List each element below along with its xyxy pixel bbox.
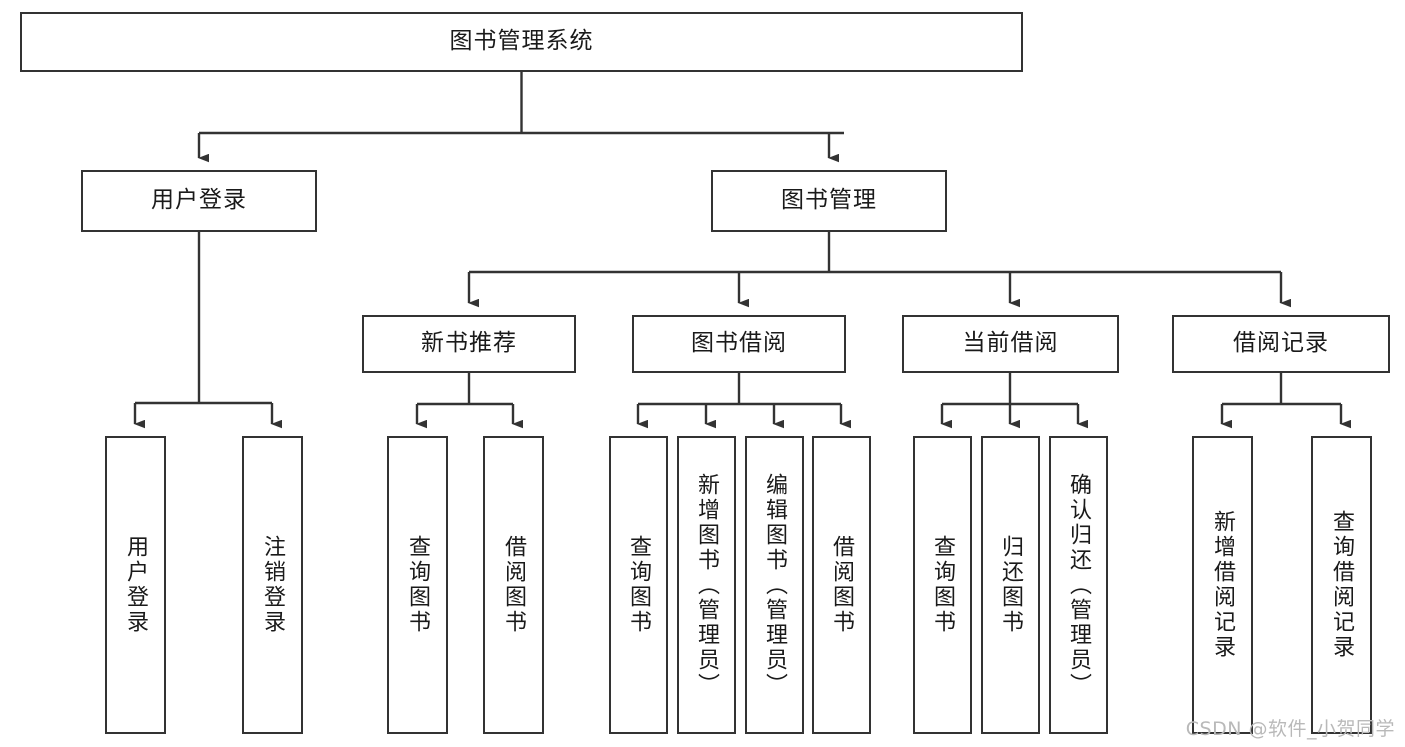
node-label: 图书管理系统 — [449, 28, 594, 55]
node-root-book-management-system[interactable]: 图书管理系统 — [20, 12, 1023, 72]
node-label: 借阅记录 — [1233, 330, 1329, 357]
leaf-book-borrow-borrow[interactable]: 借阅图书 — [812, 436, 871, 734]
leaf-book-borrow-add[interactable]: 新增图书（管理员） — [677, 436, 736, 734]
node-book-management[interactable]: 图书管理 — [711, 170, 947, 232]
leaf-label: 新增借阅记录 — [1210, 510, 1236, 660]
leaf-label: 查询图书 — [626, 535, 652, 635]
node-label: 新书推荐 — [421, 330, 517, 357]
leaf-label: 查询图书 — [930, 535, 956, 635]
node-label: 图书管理 — [781, 187, 877, 214]
leaf-label: 借阅图书 — [829, 535, 855, 635]
leaf-label: 查询借阅记录 — [1329, 510, 1355, 660]
leaf-book-borrow-query[interactable]: 查询图书 — [609, 436, 668, 734]
node-borrow-record[interactable]: 借阅记录 — [1172, 315, 1390, 373]
leaf-new-book-borrow[interactable]: 借阅图书 — [483, 436, 544, 734]
leaf-borrow-record-query[interactable]: 查询借阅记录 — [1311, 436, 1372, 734]
leaf-label: 查询图书 — [405, 535, 431, 635]
leaf-new-book-query[interactable]: 查询图书 — [387, 436, 448, 734]
leaf-current-borrow-query[interactable]: 查询图书 — [913, 436, 972, 734]
leaf-user-login-login[interactable]: 用户登录 — [105, 436, 166, 734]
node-new-book-recommend[interactable]: 新书推荐 — [362, 315, 576, 373]
leaf-user-login-logout[interactable]: 注销登录 — [242, 436, 303, 734]
leaf-label: 用户登录 — [123, 535, 149, 635]
leaf-current-borrow-confirm-return[interactable]: 确认归还（管理员） — [1049, 436, 1108, 734]
leaf-label: 注销登录 — [260, 535, 286, 635]
leaf-book-borrow-edit[interactable]: 编辑图书（管理员） — [745, 436, 804, 734]
leaf-borrow-record-add[interactable]: 新增借阅记录 — [1192, 436, 1253, 734]
node-label: 用户登录 — [151, 187, 247, 214]
leaf-label: 归还图书 — [998, 535, 1024, 635]
leaf-label: 确认归还（管理员） — [1066, 472, 1092, 698]
node-label: 图书借阅 — [691, 330, 787, 357]
watermark-csdn: CSDN @软件_小贺同学 — [1185, 718, 1395, 740]
node-user-login[interactable]: 用户登录 — [81, 170, 317, 232]
leaf-label: 新增图书（管理员） — [694, 472, 720, 698]
leaf-label: 编辑图书（管理员） — [762, 472, 788, 698]
node-book-borrow[interactable]: 图书借阅 — [632, 315, 846, 373]
node-current-borrow[interactable]: 当前借阅 — [902, 315, 1119, 373]
node-label: 当前借阅 — [962, 330, 1059, 357]
leaf-label: 借阅图书 — [501, 535, 527, 635]
leaf-current-borrow-return[interactable]: 归还图书 — [981, 436, 1040, 734]
